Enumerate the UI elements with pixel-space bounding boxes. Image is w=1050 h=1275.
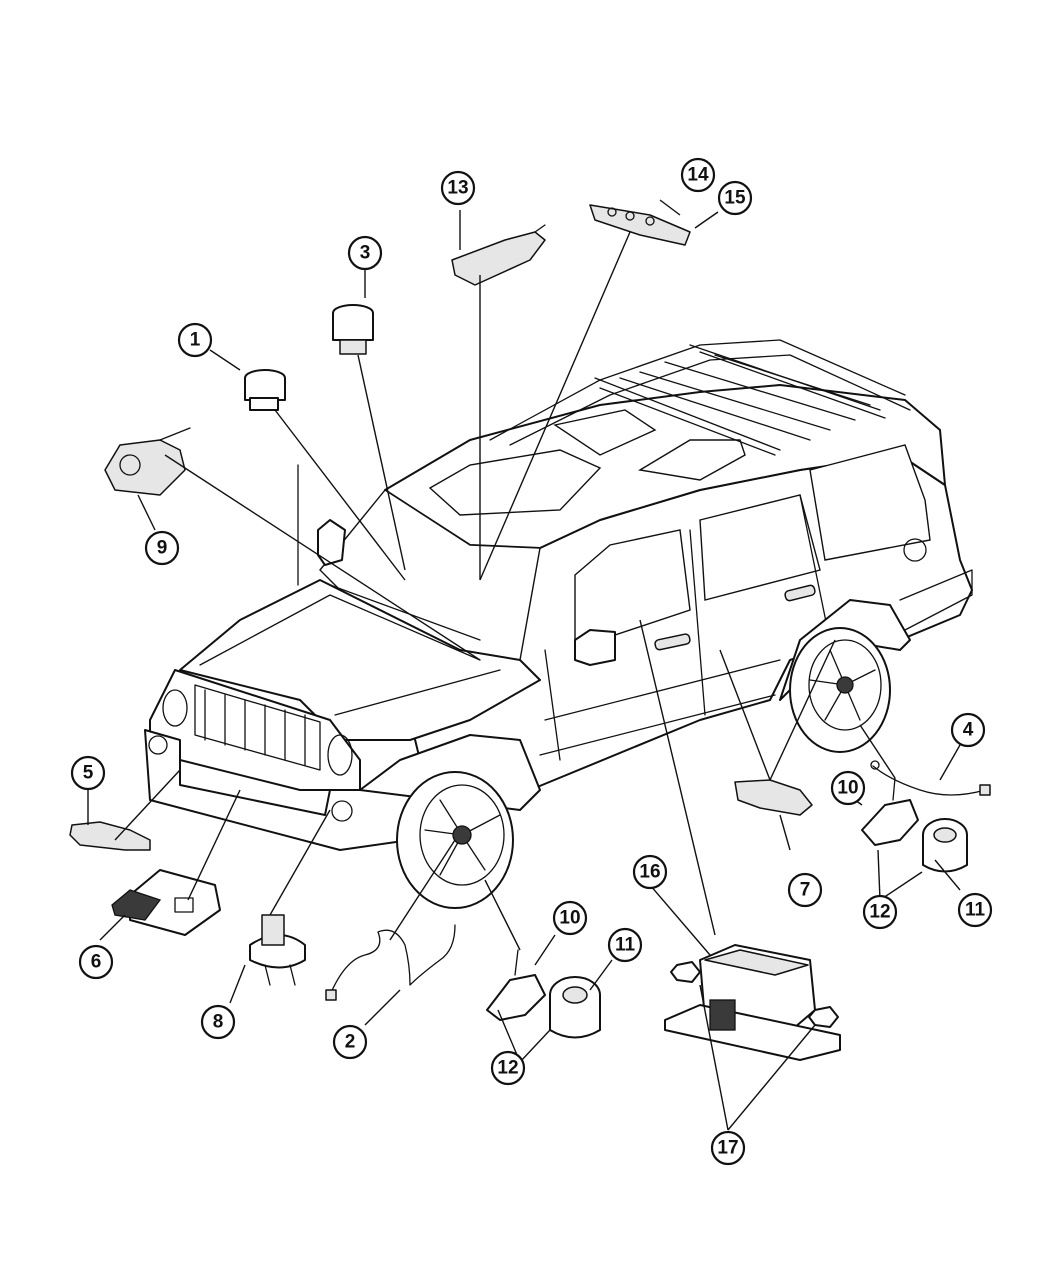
callout-13-label: 13 <box>447 178 468 199</box>
part-10a-sensor <box>486 949 546 1021</box>
part-3-sensor <box>332 304 374 355</box>
callout-6[interactable]: 6 <box>78 944 114 980</box>
callout-8-label: 8 <box>213 1012 224 1033</box>
part-14-15-module <box>589 204 691 246</box>
callout-14[interactable]: 14 <box>680 157 716 193</box>
callout-12-rear[interactable]: 12 <box>862 894 898 930</box>
callout-4-label: 4 <box>963 720 974 741</box>
callout-2[interactable]: 2 <box>332 1024 368 1060</box>
part-9-module <box>104 427 191 496</box>
part-1-sensor <box>244 369 286 411</box>
callout-1-label: 1 <box>190 330 201 351</box>
callout-7-label: 7 <box>800 880 811 901</box>
callout-12-front-label: 12 <box>497 1058 518 1079</box>
callout-7[interactable]: 7 <box>787 872 823 908</box>
callout-10-front[interactable]: 10 <box>552 900 588 936</box>
callout-2-label: 2 <box>345 1032 356 1053</box>
part-7-sensor <box>734 779 813 816</box>
part-17-fasteners <box>670 961 839 1028</box>
callout-12-rear-label: 12 <box>869 902 890 923</box>
callout-4[interactable]: 4 <box>950 712 986 748</box>
part-11b-grommet <box>922 818 968 873</box>
callout-16[interactable]: 16 <box>632 854 668 890</box>
callout-5-label: 5 <box>83 763 94 784</box>
callout-15[interactable]: 15 <box>717 180 753 216</box>
callout-14-label: 14 <box>687 165 709 186</box>
callout-17-label: 17 <box>717 1138 738 1159</box>
callout-9-label: 9 <box>157 538 168 559</box>
callout-10-rear[interactable]: 10 <box>830 770 866 806</box>
callout-17[interactable]: 17 <box>710 1130 746 1166</box>
vehicle-illustration <box>144 339 973 909</box>
leader-lines <box>87 199 961 1131</box>
callout-8[interactable]: 8 <box>200 1004 236 1040</box>
callout-11-rear-label: 11 <box>965 900 986 921</box>
part-11a-grommet <box>549 976 601 1039</box>
callout-11-rear[interactable]: 11 <box>957 892 993 928</box>
part-8-sensor <box>249 914 306 986</box>
callout-12-front[interactable]: 12 <box>490 1050 526 1086</box>
callout-3-label: 3 <box>360 243 371 264</box>
part-10b-sensor <box>861 777 919 846</box>
callout-6-label: 6 <box>91 952 102 973</box>
callout-5[interactable]: 5 <box>70 755 106 791</box>
callout-11-front[interactable]: 11 <box>607 927 643 963</box>
callout-10-rear-label: 10 <box>837 778 858 799</box>
callout-1[interactable]: 1 <box>177 322 213 358</box>
callout-3[interactable]: 3 <box>347 235 383 271</box>
part-5-sensor <box>69 821 151 851</box>
part-4-wire <box>870 760 991 796</box>
callout-15-label: 15 <box>724 188 746 209</box>
callout-11-front-label: 11 <box>615 935 636 956</box>
callout-9[interactable]: 9 <box>144 530 180 566</box>
callout-10-front-label: 10 <box>559 908 580 929</box>
callout-13[interactable]: 13 <box>440 170 476 206</box>
part-6-module <box>111 869 221 936</box>
part-13-module <box>451 224 546 286</box>
callout-16-label: 16 <box>639 862 660 883</box>
part-2-wire <box>325 924 456 1001</box>
part-16-module <box>664 944 841 1061</box>
